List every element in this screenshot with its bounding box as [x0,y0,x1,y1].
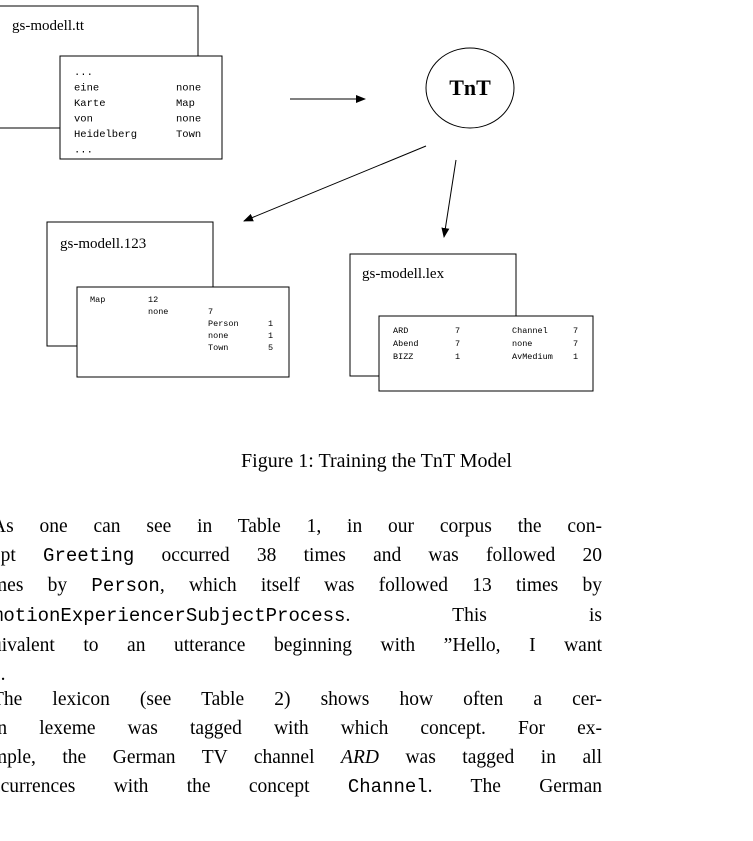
text-line: ept Greeting occurred 38 times and was f… [0,541,602,571]
tnt-node: TnT [425,47,515,129]
m123-cell: none [148,307,168,317]
m123-cell: 12 [148,295,158,305]
text-run: The lexicon (see Table 2) shows how ofte… [0,689,602,710]
text-run: . The German [427,776,602,797]
code-term: Greeting [43,545,135,567]
m123-cell: 1 [268,331,273,341]
text-run: ”. [0,664,6,685]
tt-cell: Heidelberg [74,129,137,141]
lex-cell: BIZZ [393,352,413,362]
text-run: As one can see in Table 1, in our corpus… [0,516,602,537]
text-run: ccurrences with the concept [0,776,348,797]
m123-cell: Town [208,343,228,353]
text-line: ”. [0,660,602,689]
lex-cell: none [512,339,532,349]
code-term: Person [91,575,160,597]
text-line: in lexeme was tagged with which concept.… [0,714,602,743]
text-run: , which itself was followed 13 times by [159,575,602,596]
box-title-tt: gs-modell.tt [12,18,85,34]
box-title-123: gs-modell.123 [60,236,146,252]
tt-cell: Karte [74,98,106,110]
emphasis-term: ARD [341,747,379,768]
text-run: uivalent to an utterance beginning with … [0,635,602,656]
lex-cell: Abend [393,339,419,349]
text-line: As one can see in Table 1, in our corpus… [0,512,602,541]
text-line: ccurrences with the concept Channel. The… [0,772,602,802]
lex-cell: 1 [455,352,460,362]
lex-cell: 7 [573,326,578,336]
text-run: was tagged in all [378,747,602,768]
m123-cell: Person [208,319,239,329]
m123-cell: 5 [268,343,273,353]
arrow-tnt-to-123 [243,145,427,222]
tt-cell: eine [74,83,99,95]
paragraph-1: As one can see in Table 1, in our corpus… [0,512,602,689]
text-run: ept [0,545,16,566]
text-line: mple, the German TV channel ARD was tagg… [0,743,602,772]
m123-cell: none [208,331,228,341]
text-run: . This is [345,605,602,626]
lex-cell: 7 [455,326,460,336]
text-run: mes by [0,575,92,596]
figure-caption: Figure 1: Training the TnT Model [241,450,512,472]
paragraph-2: The lexicon (see Table 2) shows how ofte… [0,685,602,802]
code-term: Channel [347,776,428,798]
text-line: uivalent to an utterance beginning with … [0,631,602,660]
tt-cell: Town [176,129,201,141]
tt-cell: von [74,114,93,126]
text-run: occurred 38 times and was followed 20 [134,545,603,566]
tt-cell: ... [74,67,93,79]
tnt-label: TnT [449,75,491,100]
lex-cell: 7 [573,339,578,349]
lex-cell: 1 [573,352,578,362]
code-term: motionExperiencerSubjectProcess [0,605,346,627]
tt-cell: ... [74,145,93,157]
tt-cell: Map [176,98,195,110]
text-line: mes by Person, which itself was followed… [0,571,602,601]
tt-cell: none [176,83,201,95]
lex-cell: 7 [455,339,460,349]
lex-cell: AvMedium [512,352,553,362]
text-line: The lexicon (see Table 2) shows how ofte… [0,685,602,714]
box-title-lex: gs-modell.lex [362,266,445,282]
arrow-tnt-to-lex [441,159,457,238]
text-line: motionExperiencerSubjectProcess. This is [0,601,602,631]
m123-cell: 1 [268,319,273,329]
text-run: in lexeme was tagged with which concept.… [0,718,602,739]
m123-cell: Map [90,295,105,305]
lex-cell: Channel [512,326,548,336]
text-run: mple, the German TV channel [0,747,342,768]
tt-cell: none [176,114,201,126]
lex-cell: ARD [393,326,408,336]
m123-cell: 7 [208,307,213,317]
